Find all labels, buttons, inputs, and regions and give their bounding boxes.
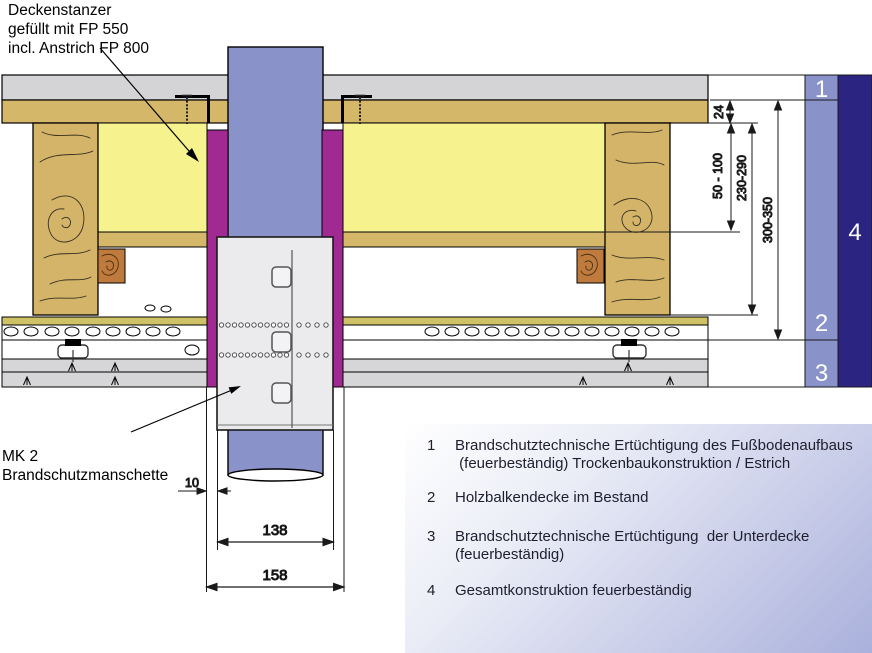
legend-panel: 1 Brandschutztechnische Ertüchtigung des… bbox=[405, 424, 872, 653]
floor-board-layer bbox=[1, 99, 709, 124]
wood-beam-left bbox=[32, 122, 99, 316]
vent-hole bbox=[144, 304, 156, 312]
olive-board-right bbox=[341, 316, 709, 326]
board-under-insulation-left bbox=[97, 231, 208, 248]
legend-item-number: 3 bbox=[427, 528, 436, 545]
legend-item-text: Gesamtkonstruktion feuerbeständig bbox=[455, 582, 692, 599]
annotation-deckenstanzer: Deckenstanzer gefüllt mit FP 550 incl. A… bbox=[8, 2, 150, 57]
plasterboard-1-right bbox=[341, 358, 709, 373]
legend-item-text: Holzbalkendecke im Bestand bbox=[455, 489, 649, 506]
joint-marks bbox=[23, 361, 674, 386]
collar-rivets bbox=[218, 322, 329, 358]
band-label-2: 2 bbox=[815, 310, 828, 337]
legend-item-1: 1 Brandschutztechnische Ertüchtigung des… bbox=[405, 437, 865, 473]
legend-item-number: 2 bbox=[427, 489, 436, 506]
fixing-angles bbox=[175, 94, 372, 124]
legend-item-text: Brandschutztechnische Ertüchtigung des F… bbox=[455, 437, 853, 472]
board-under-insulation-right bbox=[342, 231, 606, 248]
collar-latches bbox=[271, 266, 292, 404]
ceiling-hanger-right bbox=[612, 339, 647, 362]
ceiling-lower-layers bbox=[1, 316, 709, 388]
band-label-3: 3 bbox=[815, 360, 828, 387]
insulation-left bbox=[97, 122, 208, 233]
screws bbox=[182, 94, 365, 124]
floor-layers bbox=[1, 74, 709, 124]
annotation-mk2: MK 2 Brandschutzmanschette bbox=[2, 448, 169, 484]
legend-item-text: Brandschutztechnische Ertüchtigung der U… bbox=[455, 528, 810, 563]
leader-arrowhead-mk2 bbox=[228, 386, 241, 394]
vent-hole bbox=[160, 305, 172, 313]
plasterboard-2-right bbox=[341, 371, 709, 388]
legend-item-number: 1 bbox=[427, 437, 436, 454]
plasterboard-1-left bbox=[1, 358, 208, 373]
dim-50-100: 50 - 100 bbox=[711, 153, 725, 199]
leader-arrows bbox=[99, 47, 241, 433]
leader-arrowhead-deckenstanzer bbox=[186, 148, 199, 162]
band-label-1: 1 bbox=[815, 76, 828, 103]
olive-board-left bbox=[1, 316, 208, 326]
dim-300-350: 300-350 bbox=[761, 197, 775, 243]
wood-batten-left bbox=[97, 248, 126, 284]
pipe-end bbox=[227, 468, 324, 482]
dim-24: 24 bbox=[712, 105, 726, 119]
cavity-hole bbox=[184, 344, 200, 356]
band-label-4: 4 bbox=[848, 219, 861, 246]
dim-138: 138 bbox=[262, 522, 287, 539]
insulation-right bbox=[342, 122, 606, 233]
cavity-board-right bbox=[341, 339, 709, 360]
wood-batten-right bbox=[576, 248, 605, 284]
legend-item-number: 4 bbox=[427, 582, 436, 599]
wood-beam-right bbox=[604, 122, 671, 316]
plasterboard-2-left bbox=[1, 371, 208, 388]
perforation-row bbox=[3, 326, 680, 337]
beam-zone bbox=[32, 122, 671, 316]
dim-10: 10 bbox=[185, 476, 199, 490]
fire-collar bbox=[216, 236, 334, 431]
legend-item-2: 2 Holzbalkendecke im Bestand bbox=[405, 489, 865, 507]
cavity-board-left bbox=[1, 339, 208, 360]
ceiling-hanger-left bbox=[57, 339, 89, 362]
legend-item-3: 3 Brandschutztechnische Ertüchtigung der… bbox=[405, 528, 865, 564]
dim-158: 158 bbox=[262, 567, 287, 584]
dim-230-290: 230-290 bbox=[735, 155, 749, 201]
band-dark bbox=[837, 74, 872, 388]
dimensions: 24 50 - 100 230-290 300-350 10 138 158 bbox=[178, 74, 838, 592]
legend-item-4: 4 Gesamtkonstruktion feuerbeständig bbox=[405, 582, 865, 600]
